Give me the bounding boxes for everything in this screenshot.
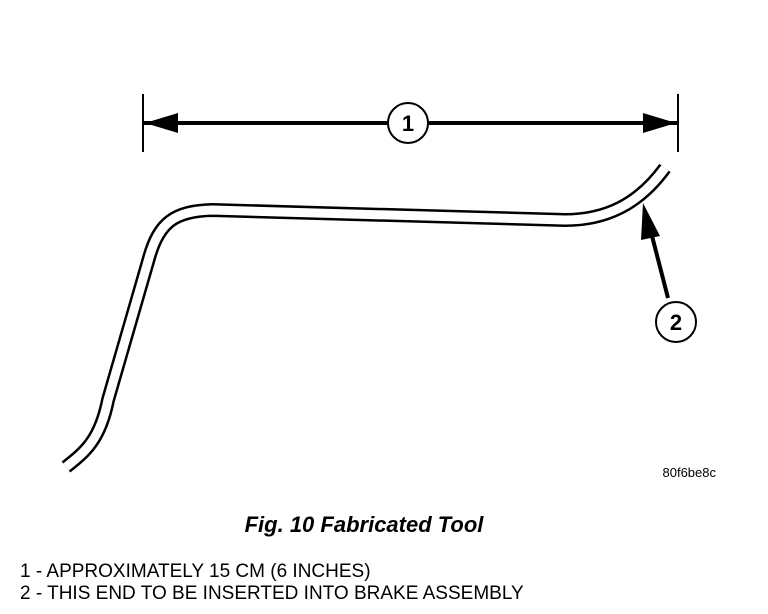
callout-2: 2 — [655, 301, 697, 343]
legend: 1 - APPROXIMATELY 15 CM (6 INCHES) 2 - T… — [20, 561, 524, 605]
legend-item-1: 1 - APPROXIMATELY 15 CM (6 INCHES) — [20, 561, 371, 582]
dimension-left-arrowhead — [145, 113, 178, 133]
figure-id: 80f6be8c — [663, 465, 717, 480]
dimension-right-arrowhead — [643, 113, 676, 133]
fabricated-tool-rod — [61, 163, 671, 473]
callout-1: 1 — [387, 102, 429, 144]
legend-item-2: 2 - THIS END TO BE INSERTED INTO BRAKE A… — [20, 583, 524, 604]
callout-2-arrowhead — [641, 203, 660, 240]
callout-1-label: 1 — [402, 111, 414, 136]
figure-caption: Fig. 10 Fabricated Tool — [244, 512, 484, 537]
callout-2-label: 2 — [670, 310, 682, 335]
callout-2-leader-line — [649, 231, 670, 299]
